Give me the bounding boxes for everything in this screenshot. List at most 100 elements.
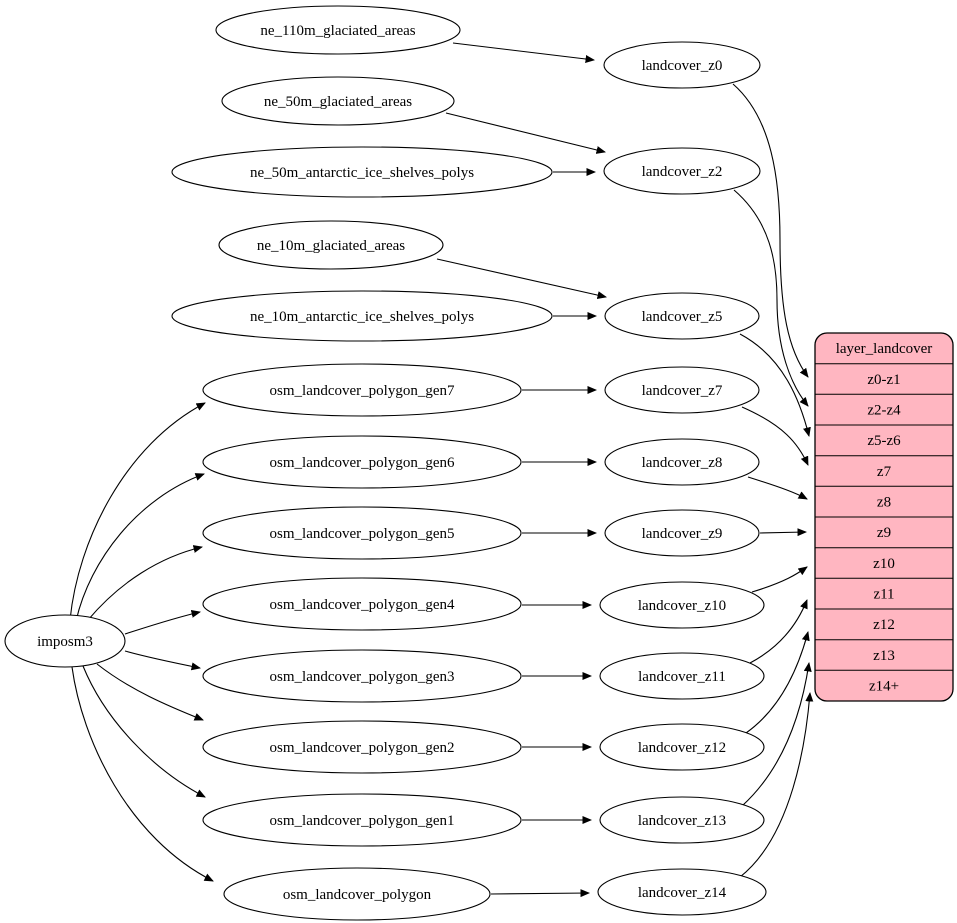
node-ellipse [603, 147, 761, 195]
edge-ne_50m_glaciated_areas-landcover_z2 [445, 112, 606, 154]
node-label: landcover_z10 [638, 598, 726, 614]
node-ellipse [604, 509, 760, 557]
node-label: landcover_z13 [638, 813, 726, 829]
node-label: landcover_z8 [642, 455, 723, 471]
node-ne_110m_glaciated_areas: ne_110m_glaciated_areas [215, 5, 461, 55]
node-ne_10m_antarctic_ice_shelves_polys: ne_10m_antarctic_ice_shelves_polys [171, 290, 553, 342]
edge-landcover_z12-row-z12 [745, 631, 810, 734]
table-row-label: z8 [877, 495, 891, 511]
node-label: landcover_z5 [642, 309, 723, 325]
table-row-label: z12 [873, 617, 895, 633]
node-ellipse [599, 796, 765, 844]
edge-imposm3-osm_landcover_polygon_gen4 [124, 610, 201, 635]
node-ellipse [202, 435, 522, 489]
node-ellipse [599, 723, 765, 771]
node-label: osm_landcover_polygon_gen4 [270, 597, 455, 613]
edge-landcover_z0-row-z0-z1 [732, 83, 809, 378]
node-ellipse [202, 363, 522, 417]
edge-ne_10m_glaciated_areas-landcover_z5 [436, 258, 607, 300]
node-label: ne_10m_antarctic_ice_shelves_polys [250, 309, 474, 325]
table-row-label: z14+ [869, 679, 899, 695]
node-landcover_z10: landcover_z10 [599, 581, 765, 629]
node-label: osm_landcover_polygon_gen7 [270, 383, 455, 399]
node-label: landcover_z9 [642, 526, 723, 542]
node-ellipse [171, 290, 553, 342]
edge-landcover_z11-row-z11 [749, 599, 808, 664]
node-ellipse [597, 868, 767, 916]
table-row-label: z5-z6 [867, 433, 901, 449]
node-osm_landcover_polygon_gen7: osm_landcover_polygon_gen7 [202, 363, 522, 417]
node-landcover_z8: landcover_z8 [604, 438, 760, 486]
table-row-label: z7 [877, 464, 892, 480]
edge-landcover_z10-row-z10 [751, 566, 808, 593]
node-osm_landcover_polygon_gen5: osm_landcover_polygon_gen5 [202, 506, 522, 560]
node-label: ne_50m_glaciated_areas [264, 94, 412, 110]
node-ellipse [202, 506, 522, 560]
node-ellipse [202, 577, 522, 631]
node-label: landcover_z11 [638, 669, 726, 685]
node-landcover_z12: landcover_z12 [599, 723, 765, 771]
edge-imposm3-osm_landcover_polygon [71, 666, 214, 882]
edge-imposm3-osm_landcover_polygon_gen6 [75, 473, 205, 622]
table-row-label: z9 [877, 525, 891, 541]
table-row-label: z11 [873, 587, 894, 603]
node-ellipse [604, 366, 760, 414]
edge-landcover_z14-row-z14plus [739, 692, 814, 878]
node-osm_landcover_polygon_gen3: osm_landcover_polygon_gen3 [202, 649, 522, 703]
node-osm_landcover_polygon: osm_landcover_polygon [223, 867, 491, 921]
node-label: landcover_z14 [638, 885, 727, 901]
node-ellipse [603, 41, 761, 89]
node-landcover_z7: landcover_z7 [604, 366, 760, 414]
node-osm_landcover_polygon_gen4: osm_landcover_polygon_gen4 [202, 577, 522, 631]
node-ellipse [218, 220, 444, 270]
edge-imposm3-osm_landcover_polygon_gen5 [87, 545, 203, 621]
node-ellipse [202, 649, 522, 703]
node-label: imposm3 [37, 634, 93, 650]
node-ellipse [223, 867, 491, 921]
edge-imposm3-osm_landcover_polygon_gen1 [82, 665, 206, 798]
edge-landcover_z2-row-z2-z4 [733, 189, 809, 407]
node-osm_landcover_polygon_gen2: osm_landcover_polygon_gen2 [202, 720, 522, 774]
node-ellipse [599, 652, 765, 700]
edge-ne_110m_glaciated_areas-landcover_z0 [452, 42, 595, 63]
edge-imposm3-osm_landcover_polygon_gen2 [96, 663, 204, 721]
edge-landcover_z7-row-z7 [741, 406, 809, 466]
node-ellipse [221, 76, 455, 126]
node-ellipse [202, 793, 522, 847]
node-label: osm_landcover_polygon_gen1 [270, 813, 455, 829]
table-row-label: z13 [873, 648, 895, 664]
node-label: osm_landcover_polygon_gen6 [270, 455, 455, 471]
node-osm_landcover_polygon_gen6: osm_landcover_polygon_gen6 [202, 435, 522, 489]
node-label: landcover_z7 [642, 383, 723, 399]
node-landcover_z5: landcover_z5 [604, 292, 760, 340]
table-row-label: z10 [873, 556, 895, 572]
node-landcover_z9: landcover_z9 [604, 509, 760, 557]
node-ellipse [215, 5, 461, 55]
node-label: ne_50m_antarctic_ice_shelves_polys [250, 165, 474, 181]
node-label: osm_landcover_polygon_gen5 [270, 526, 455, 542]
node-landcover_z13: landcover_z13 [599, 796, 765, 844]
node-ellipse [604, 438, 760, 486]
node-ellipse [171, 146, 553, 198]
node-ellipse [604, 292, 760, 340]
node-landcover_z0: landcover_z0 [603, 41, 761, 89]
node-ellipse [202, 720, 522, 774]
node-label: ne_10m_glaciated_areas [257, 238, 405, 254]
node-osm_landcover_polygon_gen1: osm_landcover_polygon_gen1 [202, 793, 522, 847]
edge-osm_landcover_polygon-landcover_z14 [490, 889, 590, 898]
node-ellipse [4, 614, 126, 668]
edge-landcover_z9-row-z9 [759, 528, 807, 537]
node-label: ne_110m_glaciated_areas [260, 23, 415, 39]
node-label: landcover_z0 [642, 58, 723, 74]
node-label: landcover_z2 [642, 164, 723, 180]
edge-landcover_z5-row-z5-z6 [739, 333, 811, 437]
node-landcover_z14: landcover_z14 [597, 868, 767, 916]
edge-imposm3-osm_landcover_polygon_gen7 [69, 402, 206, 621]
node-label: osm_landcover_polygon_gen2 [270, 740, 455, 756]
node-landcover_z2: landcover_z2 [603, 147, 761, 195]
edge-landcover_z8-row-z8 [747, 476, 808, 500]
table-row-label: z0-z1 [867, 372, 900, 388]
edge-landcover_z13-row-z13 [741, 662, 812, 807]
node-landcover_z11: landcover_z11 [599, 652, 765, 700]
